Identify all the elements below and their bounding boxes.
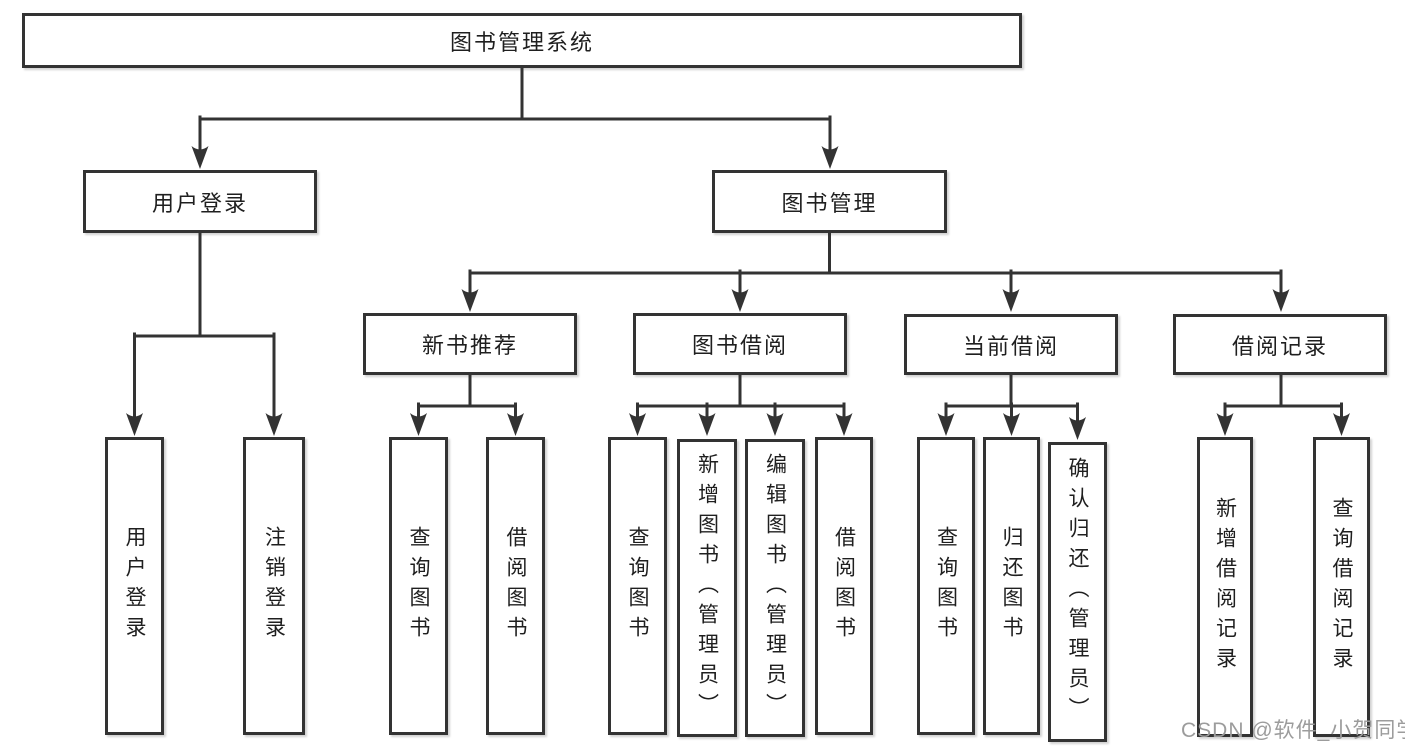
leaf-edit-book-admin: 编辑图书（管理员）	[745, 439, 805, 737]
node-new-book-recommend: 新书推荐	[363, 313, 577, 375]
leaf-return-book: 归还图书	[983, 437, 1040, 735]
leaf-user-login-label: 用户登录	[123, 526, 146, 646]
csdn-watermark: CSDN @软件_小贺同学	[1181, 719, 1405, 742]
node-root-label: 图书管理系统	[449, 29, 594, 55]
node-user-login-label: 用户登录	[151, 190, 248, 216]
leaf-recommend-borrow-book-label: 借阅图书	[504, 526, 527, 646]
leaf-confirm-return-admin-label: 确认归还（管理员）	[1066, 457, 1089, 727]
leaf-borrow-book: 借阅图书	[815, 437, 873, 735]
node-book-management: 图书管理	[712, 170, 947, 233]
node-root-system: 图书管理系统	[22, 13, 1022, 68]
leaf-add-book-admin-label: 新增图书（管理员）	[695, 453, 719, 723]
leaf-edit-book-admin-label: 编辑图书（管理员）	[763, 453, 787, 723]
leaf-current-query-book: 查询图书	[917, 437, 975, 735]
node-book-borrow-label: 图书借阅	[691, 333, 788, 358]
leaf-confirm-return-admin: 确认归还（管理员）	[1048, 442, 1107, 742]
leaf-recommend-query-book-label: 查询图书	[407, 526, 430, 646]
leaf-recommend-query-book: 查询图书	[389, 437, 448, 735]
leaf-query-borrow-record-label: 查询借阅记录	[1330, 497, 1353, 677]
leaf-logout: 注销登录	[243, 437, 305, 735]
leaf-add-book-admin: 新增图书（管理员）	[677, 439, 737, 737]
leaf-recommend-borrow-book: 借阅图书	[486, 437, 545, 735]
node-book-management-label: 图书管理	[781, 190, 878, 216]
node-borrow-records: 借阅记录	[1173, 314, 1387, 375]
leaf-borrow-query-book-label: 查询图书	[626, 526, 649, 646]
leaf-borrow-book-label: 借阅图书	[832, 526, 856, 646]
leaf-user-login: 用户登录	[105, 437, 164, 735]
leaf-add-borrow-record: 新增借阅记录	[1197, 437, 1253, 737]
leaf-borrow-query-book: 查询图书	[608, 437, 667, 735]
node-current-borrow-label: 当前借阅	[962, 333, 1059, 359]
leaf-return-book-label: 归还图书	[1000, 526, 1023, 646]
node-new-book-recommend-label: 新书推荐	[421, 333, 518, 358]
node-book-borrow: 图书借阅	[633, 313, 847, 375]
node-current-borrow: 当前借阅	[904, 314, 1118, 375]
node-borrow-records-label: 借阅记录	[1231, 333, 1328, 359]
node-user-login: 用户登录	[83, 170, 317, 233]
leaf-current-query-book-label: 查询图书	[934, 526, 958, 646]
leaf-add-borrow-record-label: 新增借阅记录	[1213, 497, 1237, 677]
leaf-query-borrow-record: 查询借阅记录	[1313, 437, 1370, 737]
leaf-logout-label: 注销登录	[262, 526, 286, 646]
